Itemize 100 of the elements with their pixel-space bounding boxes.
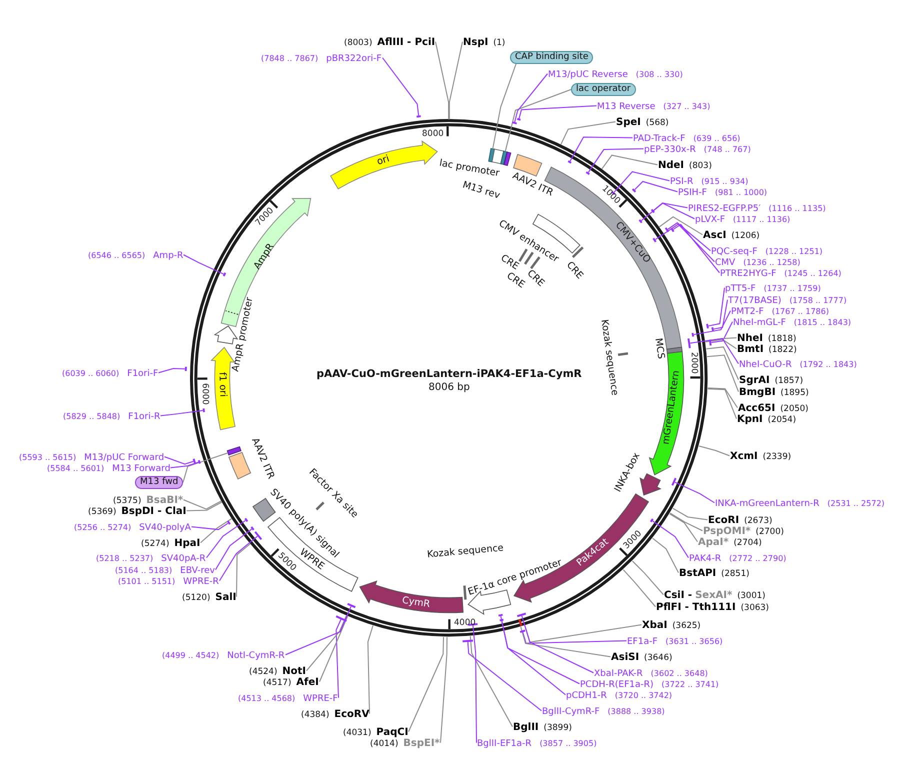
leader-line — [170, 462, 199, 468]
leader-line — [319, 616, 348, 682]
enzyme-name: AfeI — [296, 676, 319, 688]
primer-name: EBV-rev — [180, 564, 215, 576]
primer-site-mark — [664, 227, 670, 233]
feature-label: MCS — [652, 336, 666, 360]
leader-line — [614, 171, 670, 193]
primer-range: (4513 .. 4568) — [238, 692, 296, 704]
leader-line — [588, 148, 644, 173]
feature-box — [226, 446, 242, 456]
primer-site-mark — [566, 158, 572, 164]
site-position: (4524) — [249, 666, 278, 678]
primer-range: (327 .. 343) — [663, 100, 710, 112]
leader-line — [183, 499, 222, 510]
directional-feature — [358, 580, 464, 614]
leader-line — [652, 538, 679, 574]
feature-label: f1 ori — [216, 372, 229, 398]
leader-line — [632, 560, 664, 596]
primer-site-mark — [686, 338, 692, 349]
leader-line — [634, 180, 678, 192]
primer-range: (639 .. 656) — [693, 132, 740, 144]
feature-box — [502, 150, 512, 167]
primer-range: (3602 .. 3648) — [650, 668, 708, 680]
leader-line — [382, 57, 420, 116]
site-position: (4384) — [301, 708, 330, 720]
site-position: (3001) — [737, 590, 766, 602]
primer-name: EF1a-F — [627, 636, 658, 648]
site-position: (2673) — [744, 514, 772, 526]
leader-line — [186, 502, 222, 512]
primer-site-mark — [610, 190, 616, 196]
primer-name: WPRE-R — [183, 576, 219, 588]
leader-line — [191, 522, 228, 530]
site-position: (5375) — [113, 494, 142, 506]
feature-site-mark — [616, 350, 630, 357]
primer-range: (1767 .. 1786) — [772, 306, 829, 318]
primer-name: pEP-330x-R — [644, 144, 696, 156]
enzyme-name: PspOMI* — [703, 526, 751, 536]
enzyme-name: XbaI — [642, 620, 668, 632]
enzyme-name: BsaBI* — [146, 494, 184, 506]
leader-line — [501, 620, 580, 684]
site-position: (5369) — [88, 506, 116, 518]
enzyme-name: NspI — [463, 36, 488, 48]
primer-site-mark — [705, 323, 710, 329]
leader-line — [164, 456, 194, 465]
leader-line — [667, 222, 711, 252]
primer-range: (5256 .. 5274) — [74, 522, 132, 534]
plasmid-length: 8006 bp — [428, 382, 470, 394]
enzyme-name: PaqCI — [376, 726, 408, 738]
primer-site-mark — [462, 639, 474, 643]
leader-line — [654, 224, 715, 262]
primer-range: (5218 .. 5237) — [96, 552, 154, 564]
primer-site-mark — [197, 459, 202, 465]
leader-line — [524, 624, 642, 643]
primer-range: (3722 .. 3741) — [662, 678, 719, 690]
primer-site-mark — [690, 332, 695, 338]
site-position: (1857) — [774, 374, 804, 386]
feature-label: Kozak sequence — [598, 318, 620, 396]
site-position: (5274) — [141, 538, 170, 550]
primer-range: (1758 .. 1777) — [789, 294, 847, 306]
leader-line — [653, 202, 688, 211]
primer-range: (5101 .. 5151) — [118, 576, 176, 588]
feature-box — [500, 150, 508, 166]
primer-name: M13/pUC Forward — [84, 452, 164, 464]
feature-label: CRE — [498, 252, 520, 272]
leader-line — [693, 310, 731, 336]
primer-name: PIRES2-EGFP.P5′ — [688, 202, 761, 214]
primer-range: (1228 .. 1251) — [765, 246, 823, 258]
primer-site-mark — [226, 520, 232, 526]
primer-site-mark — [222, 272, 227, 277]
feature-box — [490, 148, 505, 165]
leader-line — [706, 354, 739, 392]
plasmid-name: pAAV-CuO-mGreenLantern-iPAK4-EF1a-CymR — [316, 368, 582, 380]
primer-range: (308 .. 330) — [636, 68, 683, 80]
primer-site-mark — [254, 530, 263, 541]
leader-line — [674, 482, 715, 504]
enzyme-name: SgrAI — [739, 374, 770, 386]
site-position: (2700) — [756, 526, 784, 538]
primer-name: Amp-R — [153, 250, 184, 262]
primer-name: SV40-polyA — [139, 522, 191, 534]
enzyme-name: Acc65I — [738, 402, 776, 414]
leader-line — [470, 636, 513, 728]
primer-name: PSIH-F — [678, 186, 707, 198]
site-position: (4031) — [343, 726, 372, 738]
leader-line — [367, 625, 374, 714]
site-position: (1818) — [768, 332, 796, 344]
site-position: (4014) — [370, 738, 398, 750]
feature-label: AmpR promoter — [230, 296, 256, 372]
leader-line — [236, 543, 251, 598]
feature-tag: CAP binding site — [510, 51, 594, 64]
primer-site-mark — [670, 227, 675, 233]
enzyme-name: SexAI* — [695, 590, 732, 602]
leader-line — [183, 254, 224, 275]
leader-line — [182, 452, 228, 483]
leader-line — [710, 321, 733, 343]
enzyme-name: BspDI - ClaI — [121, 506, 186, 518]
enzyme-name: HpaI — [174, 538, 200, 550]
enzyme-name: XcmI — [730, 450, 758, 462]
primer-name: F1ori-F — [127, 368, 158, 380]
enzyme-name: ApaI* — [698, 536, 729, 548]
leader-line — [215, 528, 252, 570]
